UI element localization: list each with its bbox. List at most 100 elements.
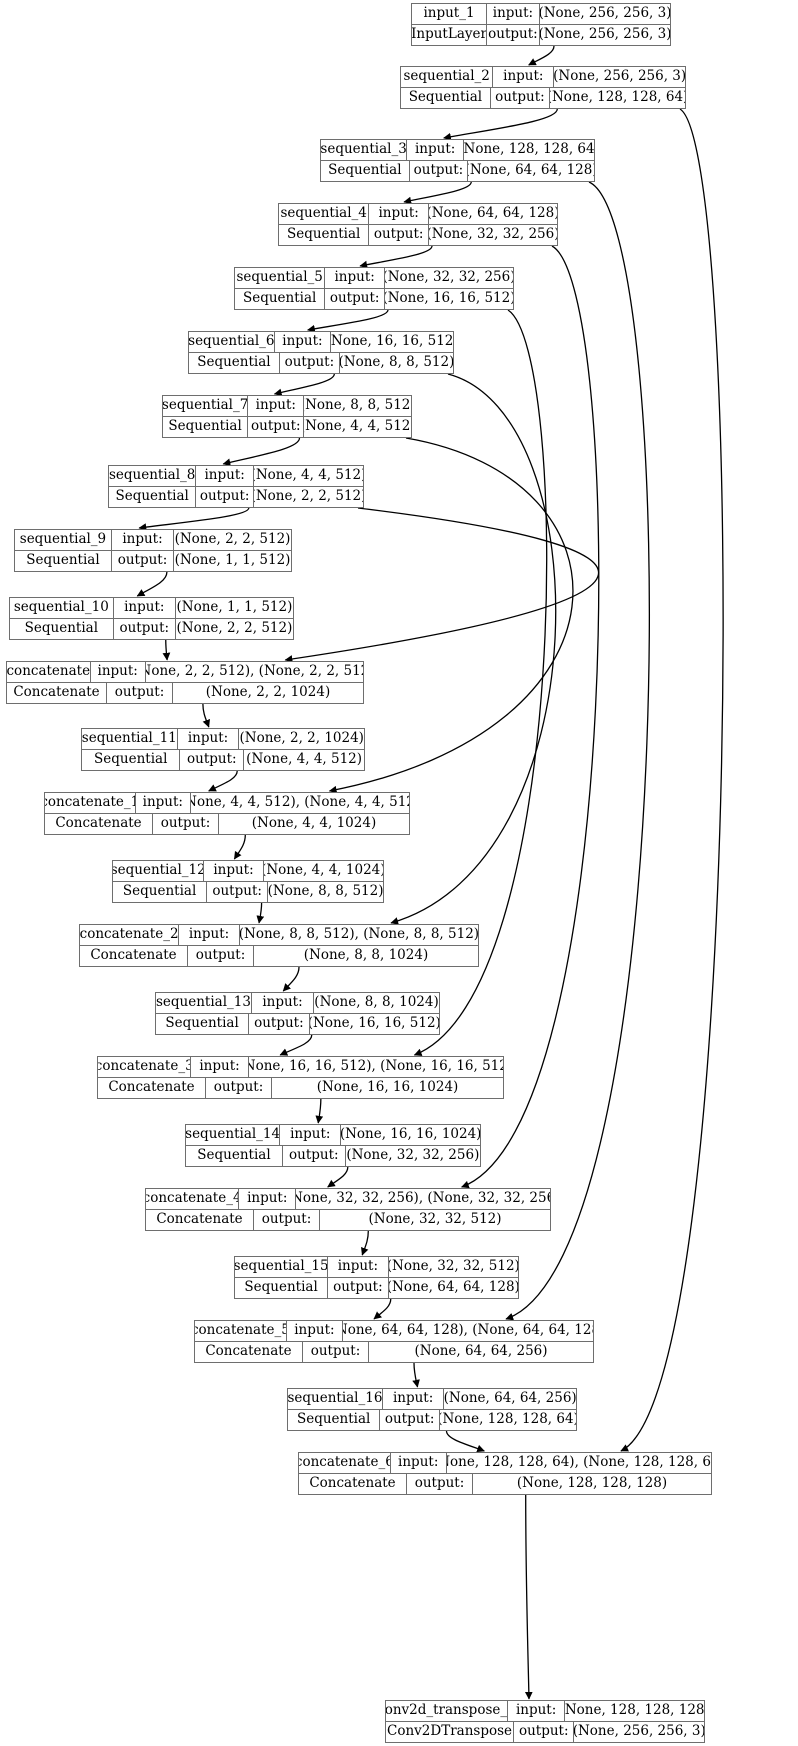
node-output-label: output: [207, 881, 269, 902]
node-input-shape: (None, 128, 128, 64) [464, 141, 594, 157]
node-layer-type: Sequential [10, 618, 114, 639]
node-input-label: input: [280, 1125, 342, 1145]
node-output-shape: (None, 64, 64, 128) [388, 1279, 518, 1295]
node-input-shape: (None, 1, 1, 512) [176, 599, 293, 615]
node-input-shape: [(None, 8, 8, 512), (None, 8, 8, 512)] [239, 926, 478, 942]
node-output-shape: (None, 128, 128, 64) [440, 1411, 576, 1427]
node-layer-name: sequential_4 [279, 204, 370, 224]
edge-input_1-to-sequential_2 [528, 45, 555, 66]
node-output-shape: (None, 64, 64, 256) [414, 1343, 548, 1359]
node-input-label: input: [239, 1189, 297, 1209]
node-layer-name: sequential_10 [10, 598, 114, 618]
node-input-label: input: [178, 729, 240, 749]
node-layer-type: InputLayer [412, 24, 487, 45]
node-output-shape: (None, 1, 1, 512) [174, 552, 291, 568]
node-input-shape: (None, 32, 32, 256) [384, 269, 513, 285]
node-layer-type: Concatenate [45, 813, 153, 834]
node-input-shape: (None, 4, 4, 512) [253, 467, 363, 483]
node-layer-name: sequential_8 [109, 466, 197, 486]
node-input-shape: (None, 16, 16, 1024) [341, 1126, 481, 1142]
node-layer-type: Concatenate [195, 1341, 303, 1362]
edge-sequential_6-to-concatenate_2 [390, 373, 557, 925]
node-input-shape: (None, 4, 4, 1024) [263, 862, 383, 878]
node-output-label: output: [380, 1409, 441, 1430]
node-output-shape: (None, 2, 2, 512) [253, 488, 363, 504]
node-output-label: output: [369, 224, 429, 245]
edge-sequential_7-to-concatenate_1 [328, 437, 574, 794]
node-input-label: input: [328, 1257, 389, 1277]
node-output-shape: (None, 16, 16, 512) [384, 290, 513, 306]
node-output-label: output: [328, 1277, 389, 1298]
node-input-label: input: [196, 466, 254, 486]
node-input-shape: (None, 2, 2, 1024) [239, 730, 364, 746]
edge-sequential_14-to-concatenate_4 [327, 1166, 349, 1188]
node-layer-name: sequential_15 [235, 1257, 329, 1277]
node-layer-type: Concatenate [80, 945, 188, 966]
edge-concatenate_2-to-sequential_13 [282, 966, 300, 992]
node-output-shape: (None, 4, 4, 512) [246, 751, 363, 767]
node-layer-type: Sequential [82, 749, 181, 770]
node-layer-type: Sequential [186, 1145, 283, 1166]
node-layer-name: sequential_13 [156, 993, 252, 1013]
node-output-label: output: [303, 1341, 369, 1362]
edge-concatenate_5-to-sequential_16 [412, 1362, 420, 1388]
node-layer-name: sequential_3 [321, 140, 408, 160]
edge-sequential_8-to-sequential_9 [138, 507, 250, 531]
edge-sequential_9-to-sequential_10 [136, 571, 168, 597]
node-input-shape: (None, 8, 8, 512) [304, 397, 411, 413]
node-input-label: input: [191, 1057, 249, 1077]
node-layer-name: sequential_6 [189, 332, 275, 352]
node-output-shape: (None, 64, 64, 128) [468, 162, 594, 178]
node-input-label: input: [383, 1389, 445, 1409]
node-layer-name: concatenate [7, 662, 91, 682]
node-layer-name: input_1 [412, 4, 487, 24]
node-output-label: output: [196, 486, 254, 507]
node-output-shape: (None, 32, 32, 512) [368, 1211, 502, 1227]
node-layer-type: Concatenate [146, 1209, 254, 1230]
node-layer-name: concatenate_1 [45, 793, 136, 813]
node-input-shape: (None, 64, 64, 128) [428, 205, 557, 221]
node-output-label: output: [206, 1077, 272, 1098]
edge-concatenate_6-to-conv2d_transpose_8 [524, 1494, 533, 1700]
node-output-label: output: [325, 288, 385, 309]
node-layer-type: Sequential [235, 1277, 329, 1298]
node-layer-name: concatenate_2 [80, 925, 180, 945]
node-input-label: input: [391, 1453, 447, 1473]
node-layer-name: sequential_12 [113, 861, 205, 881]
node-input-shape: (None, 64, 64, 256) [444, 1390, 576, 1406]
node-output-shape: (None, 16, 16, 512) [309, 1015, 439, 1031]
node-input-shape: [(None, 2, 2, 512), (None, 2, 2, 512)] [146, 663, 363, 679]
edge-sequential_2-to-sequential_3 [443, 108, 558, 141]
node-output-label: output: [248, 416, 305, 437]
